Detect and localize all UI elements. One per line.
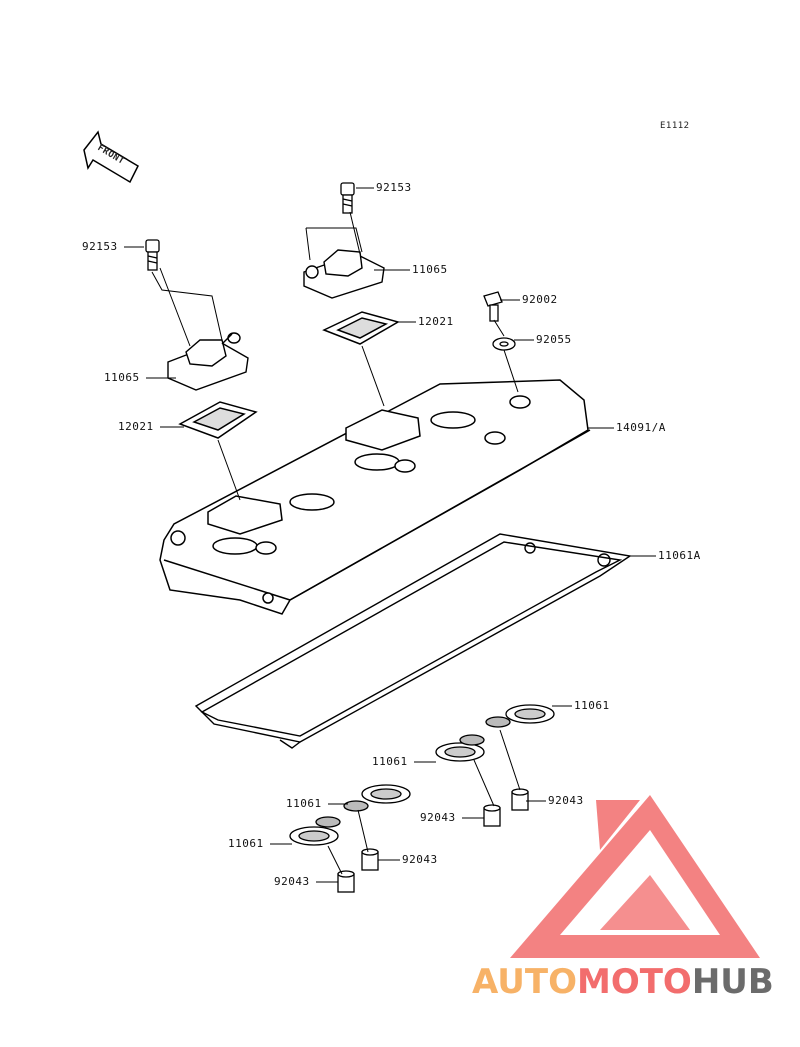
label-cap-left: 11065 [104,371,140,384]
label-bolt-right: 92153 [376,181,412,194]
label-collar-2: 92043 [420,811,456,824]
label-cap-right: 11065 [412,263,448,276]
label-plate-right: 12021 [418,315,454,328]
label-bolt-left: 92153 [82,240,118,253]
collar-92043-4 [337,870,355,893]
label-collar-4: 92043 [274,875,310,888]
watermark-logo [510,795,760,958]
plate-12021-left [178,401,258,439]
plate-12021-right [322,311,400,345]
cap-11065-left [167,332,249,391]
label-seal-1: 11061 [574,699,610,712]
watermark-part-hub: HUB [691,962,774,1002]
label-collar-3: 92043 [402,853,438,866]
seal-11061-3 [343,784,411,812]
bolt-92002 [483,291,503,322]
front-arrow-icon [83,130,139,184]
cap-11065-right [303,249,385,299]
seal-11061-4 [289,816,341,846]
label-bolt-92002: 92002 [522,293,558,306]
label-seal-3: 11061 [286,797,322,810]
cylinder-head-cover-14091a [159,379,591,615]
bolt-92153-left [145,239,160,271]
reference-code: E1112 [660,121,690,131]
bolt-92153-right [340,182,355,214]
watermark-text: AUTOMOTOHUB [472,962,774,1002]
gasket-11061a [194,533,632,749]
washer-92055 [492,337,516,351]
label-cover: 14091/A [616,421,666,434]
watermark-part-auto: AUTO [472,962,577,1002]
collar-92043-2 [483,804,501,827]
label-washer-92055: 92055 [536,333,572,346]
label-gasket: 11061A [658,549,701,562]
label-collar-1: 92043 [548,794,584,807]
leader-lines [124,187,656,883]
collar-92043-3 [361,848,379,871]
seal-11061-1 [485,704,555,728]
collar-92043-1 [511,788,529,811]
watermark-part-moto: MOTO [576,962,692,1002]
label-plate-left: 12021 [118,420,154,433]
label-seal-2: 11061 [372,755,408,768]
label-seal-4: 11061 [228,837,264,850]
seal-11061-2 [435,734,485,762]
